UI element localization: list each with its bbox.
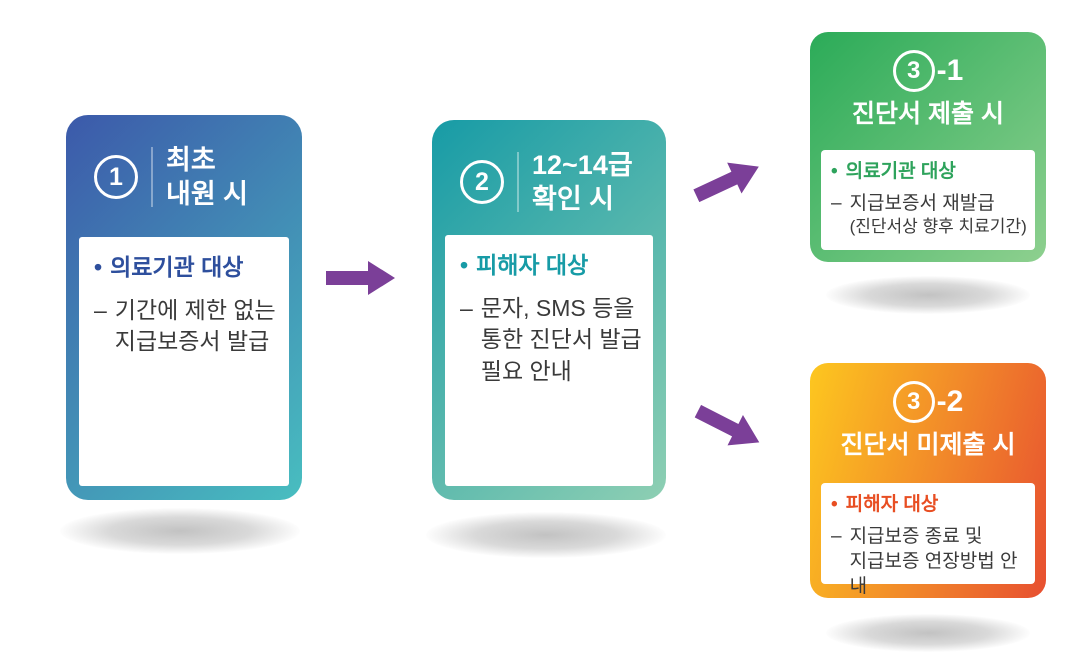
header-divider <box>151 147 153 207</box>
card-step-1-header: 1 최초 내원 시 <box>66 115 302 211</box>
card-step-2-body: • 피해자 대상 – 문자, SMS 등을 통한 진단서 발급 필요 안내 <box>445 235 653 486</box>
detail-text-line: 지급보증서 발급 <box>114 328 270 355</box>
card-step-2-shadow <box>426 512 666 558</box>
step-3-2-number: 3 -2 <box>892 381 964 423</box>
arrow-step2-to-step3-1-icon <box>689 150 768 212</box>
card-step-3-1-header: 3 -1 진단서 제출 시 <box>810 32 1046 129</box>
detail-text-line: 통한 진단서 발급 <box>480 326 642 353</box>
detail-line: – 기간에 제한 없는 지급보증서 발급 <box>94 295 279 358</box>
title-line: 내원 시 <box>166 179 249 209</box>
detail-text-line: 문자, SMS 등을 <box>480 294 635 321</box>
detail-text-line: 필요 안내 <box>480 358 572 385</box>
card-step-3-2: 3 -2 진단서 미제출 시 • 피해자 대상 – 지급보증 종료 및 지급보증… <box>810 363 1046 598</box>
title-line: 12~14급 <box>532 150 633 180</box>
title-line: 최초 <box>166 145 216 175</box>
step-2-number-badge: 2 <box>460 160 504 204</box>
detail-text: 기간에 제한 없는 지급보증서 발급 <box>115 295 276 358</box>
bullet-line: • 피해자 대상 <box>831 494 1029 517</box>
detail-text-line: 지급보증서 재발급 <box>849 192 995 214</box>
header-divider <box>517 152 519 212</box>
bullet-text: 의료기관 대상 <box>845 161 956 182</box>
card-step-3-2-header: 3 -2 진단서 미제출 시 <box>810 363 1046 460</box>
card-step-3-1-title: 진단서 제출 시 <box>852 100 1004 128</box>
step-3-1-number-badge: 3 <box>892 50 935 92</box>
detail-line: – 지급보증 종료 및 지급보증 연장방법 안내 <box>831 524 1029 599</box>
dash-mark: – <box>460 294 473 321</box>
card-step-1: 1 최초 내원 시 • 의료기관 대상 – 기간에 제한 없는 지급보증서 발급 <box>66 115 302 500</box>
detail-text: 지급보증서 재발급 (진단서상 향후 치료기간) <box>850 191 1027 239</box>
card-step-1-shadow <box>60 508 300 554</box>
detail-line: – 지급보증서 재발급 (진단서상 향후 치료기간) <box>831 191 1029 239</box>
dash-mark: – <box>831 192 842 214</box>
card-step-2-title: 12~14급 확인 시 <box>532 148 633 216</box>
card-step-1-body: • 의료기관 대상 – 기간에 제한 없는 지급보증서 발급 <box>79 237 289 486</box>
bullet-dot: • <box>94 254 103 280</box>
step-1-number-badge: 1 <box>94 155 138 199</box>
step-3-2-number-badge: 3 <box>892 381 935 423</box>
detail-line: – 문자, SMS 등을 통한 진단서 발급 필요 안내 <box>460 293 643 388</box>
card-step-1-title: 최초 내원 시 <box>166 143 248 211</box>
bullet-line: • 의료기관 대상 <box>831 161 1029 184</box>
detail-text-line: 기간에 제한 없는 <box>114 296 276 323</box>
card-step-2-header: 2 12~14급 확인 시 <box>432 120 666 216</box>
bullet-dot: • <box>460 252 469 278</box>
title-line: 확인 시 <box>532 184 615 214</box>
detail-text: 지급보증 종료 및 지급보증 연장방법 안내 <box>850 524 1029 599</box>
card-step-3-1-body: • 의료기관 대상 – 지급보증서 재발급 (진단서상 향후 치료기간) <box>821 150 1035 250</box>
bullet-line: • 의료기관 대상 <box>94 254 279 282</box>
bullet-dot: • <box>831 494 838 515</box>
arrow-step1-to-step2-icon <box>326 260 396 296</box>
dash-mark: – <box>94 296 107 323</box>
detail-text-line: 지급보증 연장방법 안내 <box>849 550 1018 597</box>
card-step-2: 2 12~14급 확인 시 • 피해자 대상 – 문자, SMS 등을 통한 진… <box>432 120 666 500</box>
bullet-dot: • <box>831 161 838 182</box>
card-step-3-1: 3 -1 진단서 제출 시 • 의료기관 대상 – 지급보증서 재발급 (진단서… <box>810 32 1046 262</box>
arrow-step2-to-step3-2-icon <box>690 395 769 459</box>
step-3-1-number-suffix: -1 <box>936 54 964 87</box>
card-step-3-2-shadow <box>826 614 1030 652</box>
step-3-1-number: 3 -1 <box>892 50 964 92</box>
detail-text: 문자, SMS 등을 통한 진단서 발급 필요 안내 <box>481 293 642 388</box>
detail-text-line: 지급보증 종료 및 <box>849 525 983 547</box>
dash-mark: – <box>831 525 842 547</box>
card-step-3-2-title: 진단서 미제출 시 <box>840 431 1016 459</box>
card-step-3-1-shadow <box>826 276 1030 314</box>
card-step-3-2-body: • 피해자 대상 – 지급보증 종료 및 지급보증 연장방법 안내 <box>821 483 1035 597</box>
bullet-text: 의료기관 대상 <box>110 254 244 280</box>
step-3-2-number-suffix: -2 <box>936 385 964 418</box>
bullet-line: • 피해자 대상 <box>460 252 643 280</box>
bullet-text: 피해자 대상 <box>845 494 939 515</box>
bullet-text: 피해자 대상 <box>476 252 589 278</box>
detail-text-subline: (진단서상 향후 치료기간) <box>849 216 1027 236</box>
